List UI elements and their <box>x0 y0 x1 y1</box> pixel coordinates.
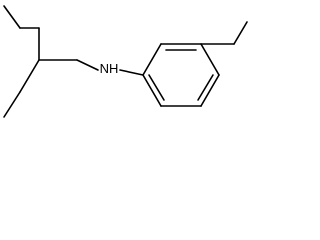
ring-bond-1 <box>142 43 162 76</box>
bond-branch-to-lower <box>19 59 40 93</box>
bond-ethyl-upper-terminal <box>3 5 21 29</box>
bond-nitrogen-to-ring <box>119 69 144 76</box>
bond-methyl-terminal <box>233 21 248 45</box>
ring-bond-4 <box>200 74 220 107</box>
ring-bond-6 <box>142 74 162 107</box>
ring-bond-3 <box>200 43 220 76</box>
nitrogen-atom-label: NH <box>100 61 119 76</box>
molecule-structure: NH <box>3 5 248 118</box>
bond-ch2-to-nitrogen <box>76 59 99 71</box>
nitrogen-label-background <box>99 60 119 77</box>
bond-ethyl-lower-terminal <box>3 91 21 118</box>
ring-double-bond-left <box>148 74 165 101</box>
ring-double-bond-right <box>197 74 214 101</box>
